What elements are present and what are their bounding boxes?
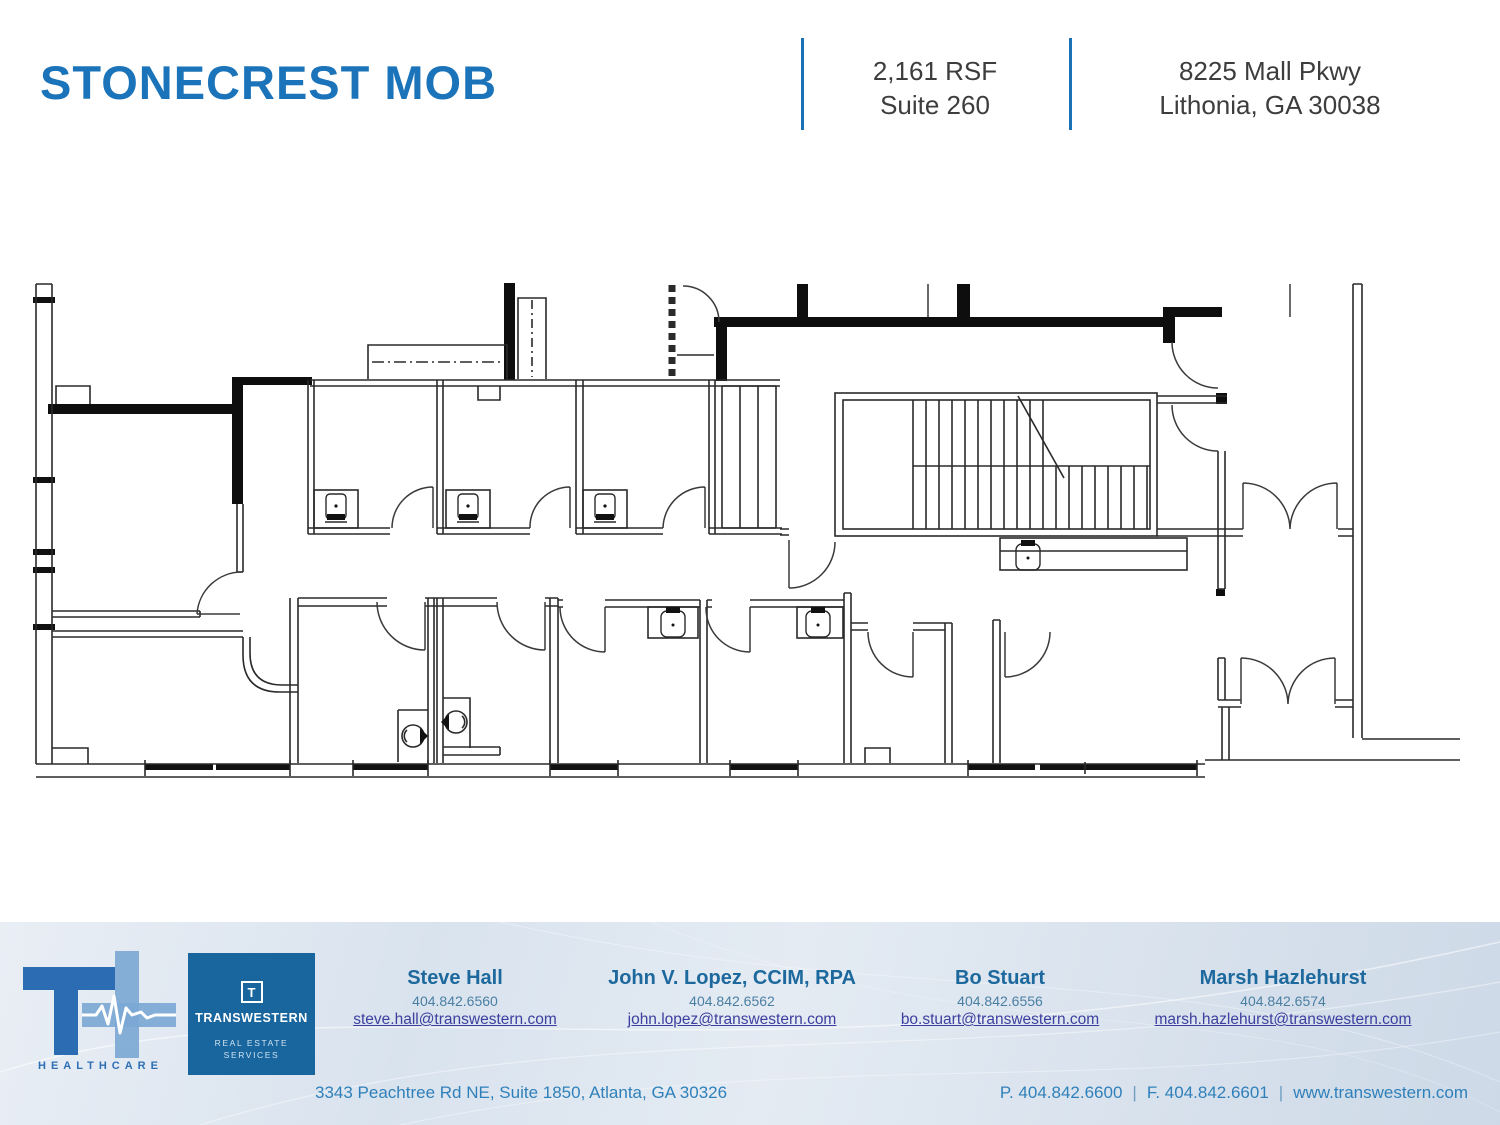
website-link[interactable]: www.transwestern.com — [1293, 1083, 1468, 1102]
contact-name: Bo Stuart — [955, 967, 1045, 989]
suite-size-block: 2,161 RSF Suite 260 — [820, 54, 1050, 122]
property-address-block: 8225 Mall Pkwy Lithonia, GA 30038 — [1090, 54, 1450, 122]
office-fax: F. 404.842.6601 — [1146, 1083, 1269, 1102]
window-bars — [33, 297, 1197, 770]
city-state-zip: Lithonia, GA 30038 — [1159, 90, 1381, 120]
walls — [35, 283, 1460, 778]
contact-name: Steve Hall — [407, 967, 503, 989]
contact-card: Marsh Hazlehurst 404.842.6574 marsh.hazl… — [1123, 966, 1443, 1029]
column-lines — [927, 284, 1291, 317]
suite-number: Suite 260 — [880, 90, 990, 120]
contact-phone: 404.842.6556 — [957, 993, 1043, 1009]
header-divider-right — [1069, 38, 1072, 130]
street-address: 8225 Mall Pkwy — [1178, 56, 1362, 86]
page-title: STONECREST MOB — [40, 56, 498, 109]
round-lav-1 — [401, 724, 428, 748]
contact-card: Bo Stuart 404.842.6556 bo.stuart@transwe… — [840, 966, 1160, 1029]
ekg-heartbeat-icon — [82, 994, 176, 1035]
transwestern-wordmark: TRANSWESTERN — [195, 1011, 308, 1025]
office-phone: P. 404.842.6600 — [999, 1083, 1123, 1102]
contact-card: John V. Lopez, CCIM, RPA 404.842.6562 jo… — [572, 966, 892, 1029]
contact-email-link[interactable]: john.lopez@transwestern.com — [627, 1011, 837, 1028]
contact-email-link[interactable]: marsh.hazlehurst@transwestern.com — [1154, 1011, 1412, 1028]
healthcare-logo — [23, 951, 176, 1058]
rsf-value: 2,161 RSF — [872, 56, 998, 86]
footer-wave-texture — [0, 922, 1500, 1125]
thick-walls — [48, 283, 1227, 596]
contact-phone: 404.842.6560 — [412, 993, 498, 1009]
header-divider-left — [801, 38, 804, 130]
contact-email-link[interactable]: steve.hall@transwestern.com — [353, 1011, 557, 1028]
transwestern-t-icon: T — [240, 981, 263, 1003]
door-swings — [196, 285, 1338, 705]
transwestern-logo-box: T TRANSWESTERN REAL ESTATE SERVICES — [188, 953, 315, 1075]
healthcare-wordmark: HEALTHCARE — [38, 1060, 163, 1072]
plumbing-fixtures — [324, 493, 1041, 748]
contact-phone: 404.842.6562 — [689, 993, 775, 1009]
contact-name: Marsh Hazlehurst — [1199, 967, 1367, 989]
contact-phone: 404.842.6574 — [1240, 993, 1326, 1009]
round-lav-2 — [441, 710, 468, 734]
contact-email-link[interactable]: bo.stuart@transwestern.com — [900, 1011, 1100, 1028]
footer-phone-fax-web: P. 404.842.6600|F. 404.842.6601|www.tran… — [999, 1083, 1468, 1102]
office-address: 3343 Peachtree Rd NE, Suite 1850, Atlant… — [315, 1083, 728, 1102]
transwestern-tagline: REAL ESTATE SERVICES — [214, 1038, 289, 1060]
contact-name: John V. Lopez, CCIM, RPA — [608, 967, 856, 989]
contact-card: Steve Hall 404.842.6560 steve.hall@trans… — [295, 966, 615, 1029]
